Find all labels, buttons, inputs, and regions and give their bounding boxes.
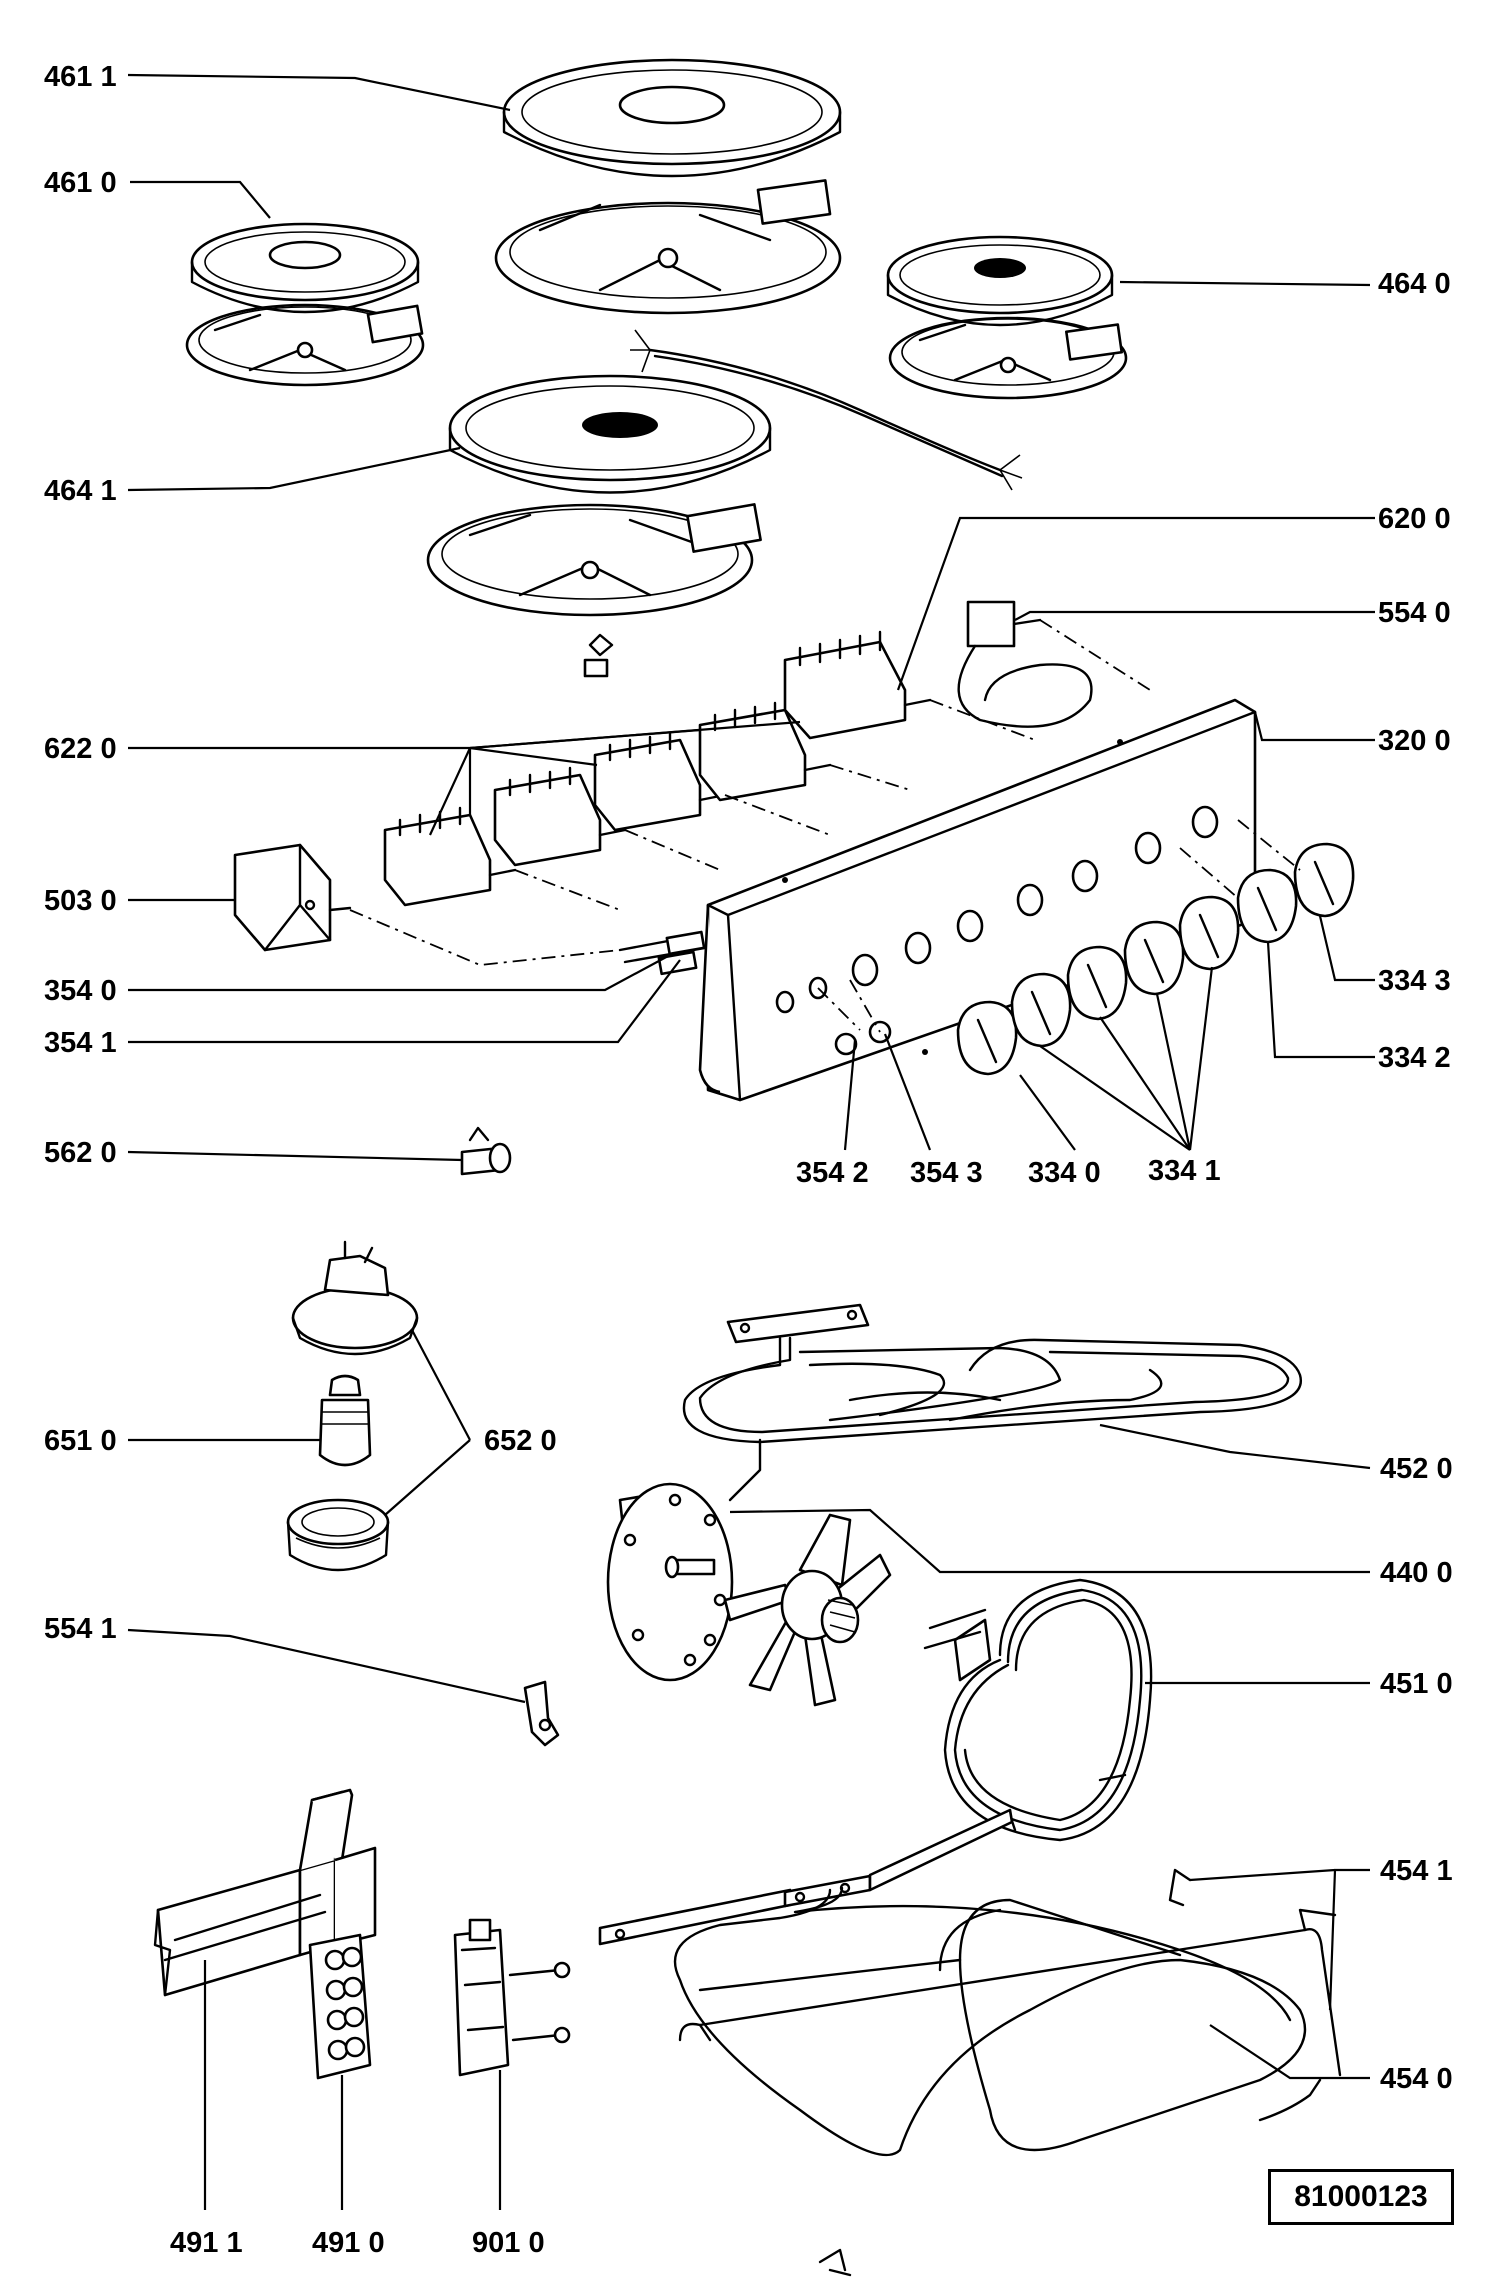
label-3200: 320 0 [1378, 725, 1451, 757]
circular-element-4510 [923, 1578, 1153, 1842]
grill-element-4520 [682, 1303, 1303, 1502]
panel-knob-holes [775, 805, 1219, 1014]
lamp-holder-6520-top [291, 1240, 419, 1356]
label-3340: 334 0 [1028, 1157, 1101, 1189]
knob-3341-b [1066, 945, 1128, 1021]
label-3341: 334 1 [1148, 1155, 1221, 1187]
knob-3342 [1236, 868, 1298, 944]
label-3343: 334 3 [1378, 965, 1451, 997]
frame-wire-4541 [678, 1868, 1342, 2277]
label-4641: 464 1 [44, 475, 117, 507]
selector-switch-6200 [783, 630, 932, 740]
knob-3341-c [1123, 920, 1185, 996]
label-4610: 461 0 [44, 167, 117, 199]
label-4400: 440 0 [1380, 1557, 1453, 1589]
terminal-block-4910 [308, 1933, 372, 2080]
bracket-4911 [153, 1788, 377, 1997]
indicator-lights-3540 [618, 930, 707, 976]
label-3342: 334 2 [1378, 1042, 1451, 1074]
label-4910: 491 0 [312, 2227, 385, 2259]
fan-motor-plate [606, 1482, 734, 1682]
label-4611: 461 1 [44, 61, 117, 93]
panel-screw-holes [782, 739, 1123, 1055]
hotplate-small-left [185, 222, 425, 387]
label-3541: 354 1 [44, 1027, 117, 1059]
drawing-reference-number: 81000123 [1268, 2169, 1454, 2225]
label-3543: 354 3 [910, 1157, 983, 1189]
label-6200: 620 0 [1378, 503, 1451, 535]
bottom-element-4540 [598, 1808, 1307, 2157]
label-5540: 554 0 [1378, 597, 1451, 629]
knob-3341-a [1010, 972, 1072, 1048]
label-4911: 491 1 [170, 2227, 243, 2259]
label-6520: 652 0 [484, 1425, 557, 1457]
label-9010: 901 0 [472, 2227, 545, 2259]
label-4540: 454 0 [1380, 2063, 1453, 2095]
control-knobs [834, 842, 1355, 1076]
clip-5541 [523, 1680, 560, 1747]
label-4510: 451 0 [1380, 1668, 1453, 1700]
dash-lines-panel [349, 619, 1301, 1033]
timer-5030 [233, 843, 352, 952]
lamp-bulb-6510 [318, 1374, 372, 1467]
connector-5620 [460, 1126, 512, 1176]
label-5620: 562 0 [44, 1137, 117, 1169]
control-panel-3200 [698, 698, 1257, 1102]
label-4640: 464 0 [1378, 268, 1451, 300]
fan-blade [723, 1513, 892, 1707]
label-6510: 651 0 [44, 1425, 117, 1457]
oven-lamp-assembly [286, 1240, 419, 1572]
door-hinge-9010 [453, 1918, 571, 2077]
wire-harness [630, 329, 1023, 491]
knob-3341-d [1178, 895, 1240, 971]
label-6220: 622 0 [44, 733, 117, 765]
fan-assembly-4400 [606, 1482, 892, 1707]
part-labels: 461 1 461 0 464 0 464 1 620 0 554 0 320 … [44, 61, 1453, 2259]
hotplate-large-rear [494, 58, 842, 315]
label-4520: 452 0 [1380, 1453, 1453, 1485]
label-3540: 354 0 [44, 975, 117, 1007]
energy-regulators-6220 [383, 701, 832, 907]
hotplate-small-right [886, 235, 1128, 400]
lamp-glass-6520-bottom [286, 1498, 390, 1572]
label-5030: 503 0 [44, 885, 117, 917]
thermostat-5540 [957, 600, 1093, 728]
label-5541: 554 1 [44, 1613, 117, 1645]
knob-3343 [1293, 842, 1355, 918]
hotplate-large-front [426, 374, 772, 678]
label-3542: 354 2 [796, 1157, 869, 1189]
label-4541: 454 1 [1380, 1855, 1453, 1887]
leader-lines [127, 73, 1375, 2210]
knob-3340 [956, 1000, 1018, 1076]
